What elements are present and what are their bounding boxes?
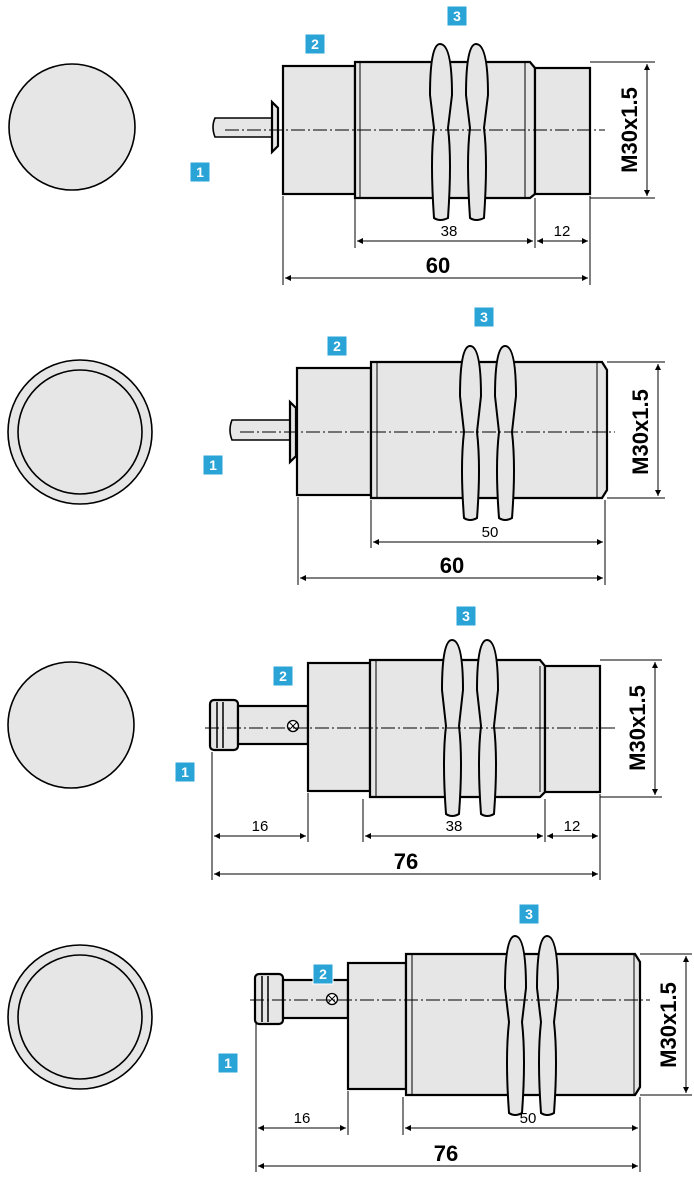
badge-2: 2 [304, 33, 326, 55]
thread-label: M30x1.5 [617, 87, 642, 173]
svg-text:2: 2 [319, 966, 327, 982]
svg-text:1: 1 [181, 764, 189, 780]
badge-3: 3 [455, 605, 477, 627]
dim-connector-length: 16 [294, 1110, 311, 1127]
dim-overall-length: 76 [394, 849, 418, 874]
badge-1: 1 [217, 1052, 239, 1074]
front-view-inner-circle [17, 954, 143, 1080]
badge-1: 1 [174, 761, 196, 783]
svg-text:1: 1 [209, 457, 217, 473]
dim-thread-length: 50 [520, 1110, 537, 1127]
svg-text:2: 2 [279, 668, 287, 684]
sensor-drawing-cable-flush: M30x1.5 38 12 60 1 2 3 [8, 5, 655, 285]
svg-text:3: 3 [525, 906, 533, 922]
mounting-nut [493, 344, 518, 521]
front-view-circle [8, 63, 136, 191]
front-cap [543, 664, 602, 794]
badge-1: 1 [202, 454, 224, 476]
svg-text:2: 2 [333, 338, 341, 354]
svg-text:2: 2 [311, 36, 319, 52]
badge-3: 3 [473, 306, 495, 328]
dim-connector-length: 16 [252, 818, 269, 835]
cable-gland [270, 99, 280, 155]
badge-1: 1 [189, 161, 211, 183]
mounting-nut [458, 344, 483, 521]
thread-label: M30x1.5 [625, 685, 650, 771]
dim-overall-length: 60 [426, 253, 450, 278]
badge-2: 2 [272, 665, 294, 687]
dim-thread-length: 38 [446, 818, 463, 835]
cable [212, 117, 273, 138]
badge-3: 3 [446, 5, 468, 27]
dim-tip-length: 12 [564, 818, 581, 835]
front-view-inner-circle [17, 369, 143, 495]
mounting-nut [535, 934, 560, 1116]
dim-thread-length: 50 [482, 524, 499, 541]
svg-text:3: 3 [453, 8, 461, 24]
sensor-drawing-connector-flush: M30x1.5 16 38 12 76 1 2 3 [7, 605, 662, 880]
cable [229, 419, 291, 441]
svg-text:3: 3 [462, 608, 470, 624]
rear-housing [346, 961, 408, 1091]
mounting-nut [428, 42, 454, 221]
svg-text:1: 1 [224, 1055, 232, 1071]
thread-label: M30x1.5 [628, 389, 653, 475]
svg-text:1: 1 [196, 164, 204, 180]
dim-overall-length: 76 [434, 1141, 458, 1166]
connector-neck [281, 978, 350, 1020]
badge-3: 3 [518, 903, 540, 925]
front-cap [533, 66, 592, 196]
thread-label: M30x1.5 [656, 982, 681, 1068]
mounting-nut [503, 934, 528, 1116]
badge-2: 2 [312, 963, 334, 985]
sensor-drawing-connector-non-flush: M30x1.5 16 50 76 1 2 3 [7, 903, 692, 1172]
badge-2: 2 [326, 335, 348, 357]
mounting-nut [464, 42, 490, 221]
svg-text:3: 3 [480, 309, 488, 325]
dim-overall-length: 60 [440, 553, 464, 578]
threaded-body [369, 360, 609, 500]
connector-plug [253, 972, 285, 1026]
sensor-drawing-cable-non-flush: M30x1.5 50 60 1 2 3 [7, 306, 665, 585]
rear-housing [306, 661, 372, 793]
front-view-circle [7, 661, 135, 789]
dim-tip-length: 12 [554, 223, 571, 240]
dim-thread-length: 38 [441, 223, 458, 240]
connector-plug [208, 698, 240, 752]
